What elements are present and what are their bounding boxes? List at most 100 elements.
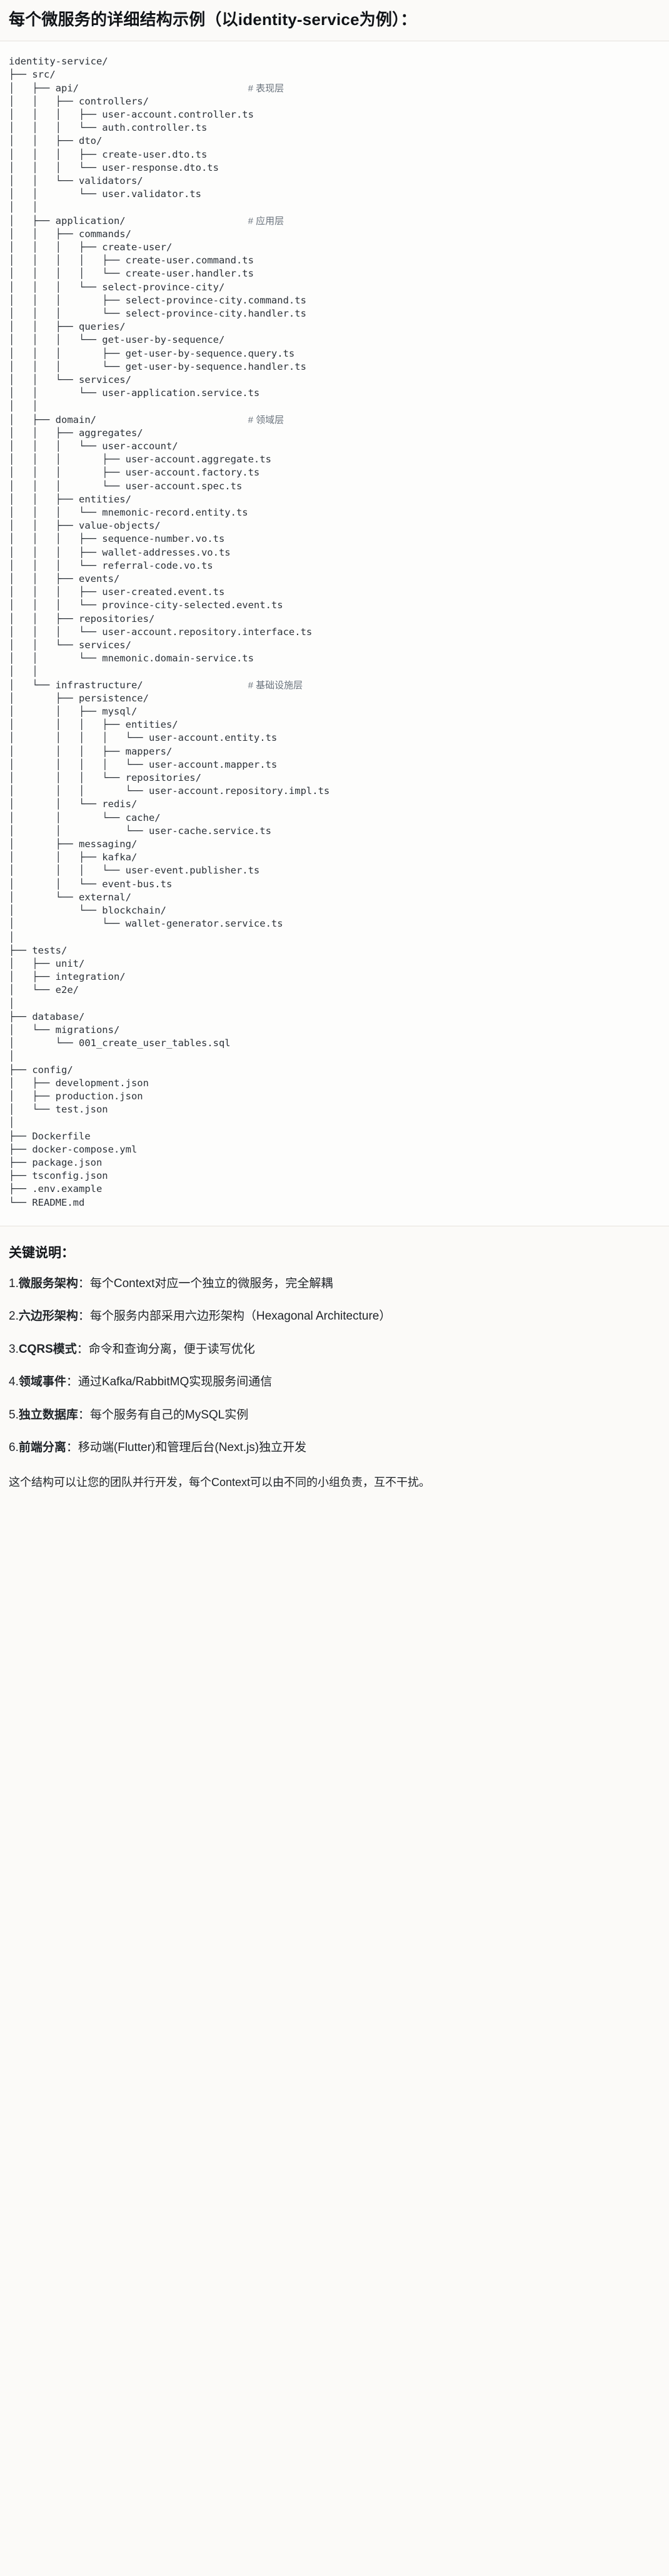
tree-line-path: │ │ └── cache/	[9, 812, 161, 823]
tree-line: ├── Dockerfile	[9, 1131, 91, 1142]
tree-line-path: │ │ │ └── user-account.repository.impl.t…	[9, 785, 330, 797]
tree-line-path: ├── tsconfig.json	[9, 1170, 108, 1182]
tree-line-path: │ │ │ │ └── user-account.entity.ts	[9, 732, 278, 744]
tree-line: │ ├── integration/	[9, 971, 126, 982]
tree-line: │ │ ├── repositories/	[9, 613, 154, 624]
tree-line: │ │ │ └── auth.controller.ts	[9, 122, 207, 133]
tree-line: │ │ │ └── province-city-selected.event.t…	[9, 599, 283, 611]
tree-line-path: │ └── test.json	[9, 1104, 108, 1116]
tree-line-path: │ │ └── user-application.service.ts	[9, 387, 260, 399]
tree-line: │ │ │ └── mnemonic-record.entity.ts	[9, 507, 248, 518]
tree-line: │ │ │ ├── user-account.controller.ts	[9, 109, 254, 120]
tree-line-path: │ │ │ └── select-province-city/	[9, 281, 225, 293]
tree-line: ├── database/	[9, 1011, 84, 1022]
tree-line-path: │ │ │ └── user-account/	[9, 440, 178, 452]
key-note-text: 移动端(Flutter)和管理后台(Next.js)独立开发	[78, 1441, 307, 1455]
key-note-text: 命令和查询分离，便于读写优化	[88, 1342, 255, 1356]
tree-line-path: │ │	[9, 400, 38, 412]
tree-line: │ │ │ ├── get-user-by-sequence.query.ts	[9, 348, 294, 359]
tree-line-path: │ │ │ └── mnemonic-record.entity.ts	[9, 507, 248, 518]
tree-line: │ │ │ ├── mappers/	[9, 746, 172, 757]
tree-line-path: │ ├── domain/	[9, 414, 96, 425]
tree-line: │ ├── unit/	[9, 958, 84, 969]
tree-line: │ │ │ ├── sequence-number.vo.ts	[9, 533, 224, 544]
tree-line-path: ├── docker-compose.yml	[9, 1143, 138, 1155]
tree-line-path: │ │ │ └── user-response.dto.ts	[9, 161, 219, 173]
tree-line-path: │ │ │ └── get-user-by-sequence/	[9, 334, 225, 346]
tree-line-path: ├── tests/	[9, 944, 68, 956]
tree-line: │ └── 001_create_user_tables.sql	[9, 1037, 231, 1049]
tree-line: │ └── test.json	[9, 1104, 108, 1115]
tree-line-path: ├── .env.example	[9, 1183, 103, 1195]
key-note-separator: ：	[78, 1408, 90, 1422]
tree-line: │	[9, 1051, 14, 1062]
tree-line: │ │ │ └── user-event.publisher.ts	[9, 865, 259, 876]
tree-line-path: │	[9, 997, 15, 1009]
tree-line: │ │ └── redis/	[9, 798, 137, 810]
tree-line-path: │ ├── unit/	[9, 957, 85, 969]
tree-line-path: │ │ ├── controllers/	[9, 95, 149, 107]
tree-line-path: │ └── external/	[9, 891, 131, 903]
tree-line-path: │ │	[9, 666, 38, 678]
tree-line-path: ├── Dockerfile	[9, 1130, 91, 1142]
tree-line-path: │ │	[9, 201, 38, 213]
tree-line-path: │ │ │ └── user-account.spec.ts	[9, 480, 243, 492]
key-note-item: 5.独立数据库：每个服务有自己的MySQL实例	[9, 1407, 660, 1425]
tree-line-path: │ ├── integration/	[9, 971, 126, 983]
tree-line: │ │ │ ├── user-created.event.ts	[9, 586, 224, 598]
tree-line-path: │ │ │ └── get-user-by-sequence.handler.t…	[9, 360, 306, 372]
tree-line: │ └── e2e/	[9, 984, 79, 995]
page-title: 每个微服务的详细结构示例（以identity-service为例）：	[9, 10, 417, 29]
key-note-number: 4.	[9, 1375, 19, 1389]
tree-line-path: ├── config/	[9, 1064, 73, 1076]
key-note-item: 4.领域事件：通过Kafka/RabbitMQ实现服务间通信	[9, 1373, 660, 1392]
tree-line: │ │ └── services/	[9, 374, 131, 385]
tree-line-path: │	[9, 1051, 15, 1062]
tree-line-path: │ └── blockchain/	[9, 905, 166, 917]
tree-line: │ │ └── user-application.service.ts	[9, 387, 259, 399]
key-note-item: 2.六边形架构：每个服务内部采用六边形架构（Hexagonal Architec…	[9, 1308, 660, 1326]
key-note-text: 每个服务内部采用六边形架构（Hexagonal Architecture）	[89, 1310, 391, 1323]
tree-line: │ │ │ └── user-account.repository.interf…	[9, 626, 312, 638]
tree-line-path: │ │ │ ├── user-created.event.ts	[9, 586, 225, 598]
tree-line: │ │ │ ├── wallet-addresses.vo.ts	[9, 547, 231, 558]
tree-line: │ │ ├── mysql/	[9, 706, 137, 717]
tree-line: │ │ │ └── user-response.dto.ts	[9, 162, 219, 173]
tree-line: │ │ │ ├── user-account.aggregate.ts	[9, 454, 271, 465]
tree-line-path: │ │ │ └── repositories/	[9, 772, 201, 784]
tree-line-path: │ │ │ │ └── create-user.handler.ts	[9, 268, 254, 280]
tree-line-path: │ │ ├── repositories/	[9, 613, 155, 624]
key-note-title: 微服务架构	[18, 1276, 78, 1290]
tree-line: │ │ │ └── select-province-city/	[9, 282, 224, 293]
tree-line: │ ├── domain/ # 领域层	[9, 414, 284, 425]
tree-line: │ └── external/	[9, 892, 131, 903]
tree-line: │ │ │ └── user-account/	[9, 440, 178, 452]
tree-line: │ │ ├── aggregates/	[9, 427, 143, 439]
tree-line-path: │ │ │ ├── entities/	[9, 719, 178, 731]
tree-line-path: │ │ │ └── user-event.publisher.ts	[9, 865, 260, 877]
tree-line-path: │ │ ├── events/	[9, 573, 120, 585]
tree-line-path: │ │ ├── value-objects/	[9, 520, 161, 532]
key-note-separator: ：	[76, 1342, 89, 1356]
tree-line-comment: # 表现层	[248, 83, 284, 94]
tree-line-path: │ │ │ ├── mappers/	[9, 745, 173, 757]
tree-line: │ └── infrastructure/ # 基础设施层	[9, 680, 303, 691]
tree-line: │ ├── api/ # 表现层	[9, 83, 284, 94]
key-note-title: 前端分离	[18, 1441, 66, 1455]
tree-line: │ └── blockchain/	[9, 905, 166, 916]
tree-line-path: │	[9, 1117, 15, 1129]
key-note-separator: ：	[66, 1375, 78, 1389]
directory-tree-block: identity-service/ ├── src/ │ ├── api/ # …	[0, 41, 669, 1226]
tree-line: ├── src/	[9, 69, 56, 80]
tree-line: │ │ │ └── user-account.repository.impl.t…	[9, 785, 329, 797]
tree-line: │ │ └── validators/	[9, 175, 143, 186]
tree-line: │ ├── application/ # 应用层	[9, 215, 284, 227]
tree-line-path: │ │ │ └── user-account.repository.interf…	[9, 626, 313, 638]
key-note-text: 每个服务有自己的MySQL实例	[89, 1408, 249, 1422]
closing-paragraph: 这个结构可以让您的团队并行开发，每个Context可以由不同的小组负责，互不干扰…	[9, 1475, 431, 1489]
key-note-item: 6.前端分离：移动端(Flutter)和管理后台(Next.js)独立开发	[9, 1439, 660, 1457]
tree-line: │ │ ├── kafka/	[9, 852, 137, 863]
tree-line-path: │ │ ├── commands/	[9, 228, 131, 240]
